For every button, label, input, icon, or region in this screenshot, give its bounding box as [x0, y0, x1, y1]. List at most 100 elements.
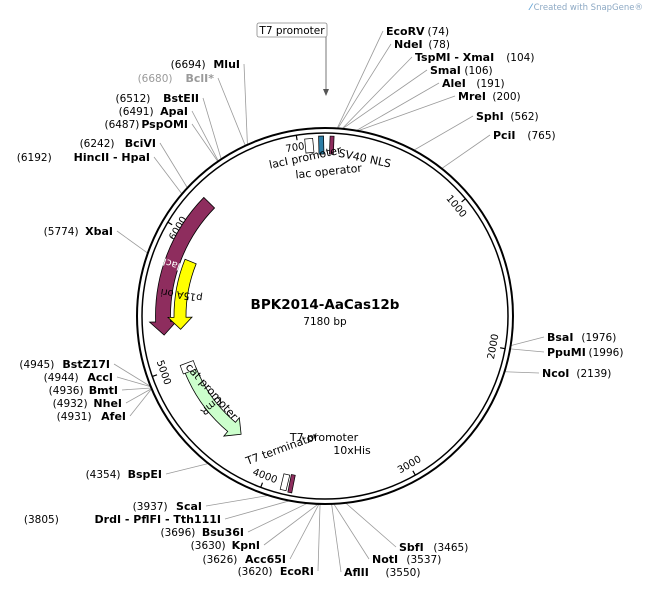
site-label: AflII	[344, 566, 369, 579]
site-position: (78)	[428, 39, 450, 51]
tick-mark	[461, 198, 466, 203]
site-position: (1976)	[581, 332, 616, 344]
cat-promoter-arrow	[179, 360, 197, 375]
site-leader	[191, 110, 219, 162]
site-leader	[413, 115, 474, 151]
site-position: (3465)	[433, 542, 468, 554]
site-label: PspOMI	[141, 118, 188, 131]
feature-label: 10xHis	[333, 444, 371, 457]
site-position: (3620)	[238, 566, 273, 578]
site-position: (6192)	[17, 152, 52, 164]
site-label: MreI	[458, 90, 486, 103]
feature-arrow-CmR	[184, 366, 242, 437]
site-leader	[510, 336, 545, 347]
plasmid-length: 7180 bp	[303, 316, 347, 328]
site-label: PpuMI	[547, 346, 586, 359]
feature-label: T7 promoter	[289, 431, 359, 444]
site-label: BspEI	[128, 468, 162, 481]
site-position: (3937)	[133, 501, 168, 513]
site-leader	[337, 43, 392, 129]
site-label: Bsu36I	[202, 526, 244, 539]
watermark-brand: SnapGene®	[590, 3, 643, 13]
feature-label: lac operator	[295, 162, 363, 182]
site-position: (74)	[428, 26, 450, 38]
site-label: EcoRV	[386, 25, 425, 38]
site-leader	[317, 503, 321, 572]
site-position: (4945)	[19, 359, 54, 371]
t7-callout-arrow	[323, 89, 329, 96]
site-label: ScaI	[176, 500, 202, 513]
site-leader	[217, 77, 246, 146]
site-label: BstZ17I	[62, 358, 110, 371]
tick-mark	[412, 470, 416, 476]
site-leader	[289, 503, 320, 560]
site-leader	[113, 363, 151, 387]
site-position: (6491)	[119, 106, 154, 118]
site-label: XbaI	[85, 225, 113, 238]
feature-arrow-p15A-ori	[167, 258, 197, 330]
backbone-inner-ring	[141, 132, 509, 500]
site-label: SphI	[476, 110, 504, 123]
his-tag-box	[287, 474, 296, 494]
site-position: (4354)	[86, 469, 121, 481]
tick-mark	[500, 347, 506, 350]
site-leader	[159, 142, 188, 189]
site-label: NdeI	[394, 38, 423, 51]
site-position: (3626)	[202, 554, 237, 566]
site-leader	[116, 230, 149, 254]
plasmid-backbone	[136, 127, 514, 505]
site-position: (3630)	[191, 540, 226, 552]
site-leaders	[113, 30, 545, 573]
site-label: SmaI	[430, 64, 461, 77]
site-position: (5774)	[44, 226, 79, 238]
t7-promoter-arrow	[279, 473, 291, 492]
site-position: (200)	[492, 91, 520, 103]
site-leader	[504, 371, 540, 374]
site-leader	[357, 95, 456, 132]
lac-operator-box	[318, 135, 325, 155]
site-label: AccI	[87, 371, 113, 384]
site-label: ApaI	[160, 105, 188, 118]
site-leader	[243, 63, 248, 145]
sv40-nls-box	[329, 135, 335, 155]
site-label: KpnI	[232, 539, 260, 552]
tick-label: 5000	[154, 359, 173, 387]
site-leader	[205, 495, 269, 507]
site-label: MluI	[213, 58, 240, 71]
site-labels: EcoRV(74)NdeI(78)TspMI - XmaI(104)SmaI(1…	[17, 25, 624, 579]
tick-mark	[152, 374, 158, 378]
site-position: (4936)	[49, 385, 84, 397]
watermark: ⁄Created with SnapGene®	[530, 3, 643, 13]
site-position: (765)	[527, 130, 555, 142]
feature-arrow-lacI	[148, 196, 216, 336]
site-position: (3696)	[160, 527, 195, 539]
site-position: (6694)	[171, 59, 206, 71]
site-leader	[341, 56, 413, 130]
site-leader	[191, 123, 219, 162]
site-leader	[331, 503, 342, 573]
site-position: (106)	[464, 65, 492, 77]
site-position: (4931)	[57, 411, 92, 423]
site-position: (3537)	[406, 554, 441, 566]
site-leader	[202, 97, 222, 160]
lacI-promoter-arrow	[304, 138, 315, 154]
site-label: AfeI	[101, 410, 126, 423]
site-leader	[116, 376, 151, 388]
site-label: NcoI	[542, 367, 569, 380]
site-leader	[121, 387, 152, 391]
site-leader	[441, 134, 491, 169]
site-position: (6242)	[80, 138, 115, 150]
site-leader	[224, 500, 290, 520]
site-label: DrdI - PflFI - Tth111I	[95, 513, 221, 526]
site-leader	[153, 156, 183, 195]
site-position: (104)	[506, 52, 534, 64]
plasmid-name: BPK2014-AaCas12b	[251, 297, 400, 313]
site-position: (2139)	[576, 368, 611, 380]
site-label: BclI*	[185, 72, 214, 85]
tick-mark	[167, 221, 173, 226]
site-leader	[263, 503, 319, 546]
t7-promoter-callout-box	[256, 22, 328, 38]
site-leader	[336, 30, 384, 129]
